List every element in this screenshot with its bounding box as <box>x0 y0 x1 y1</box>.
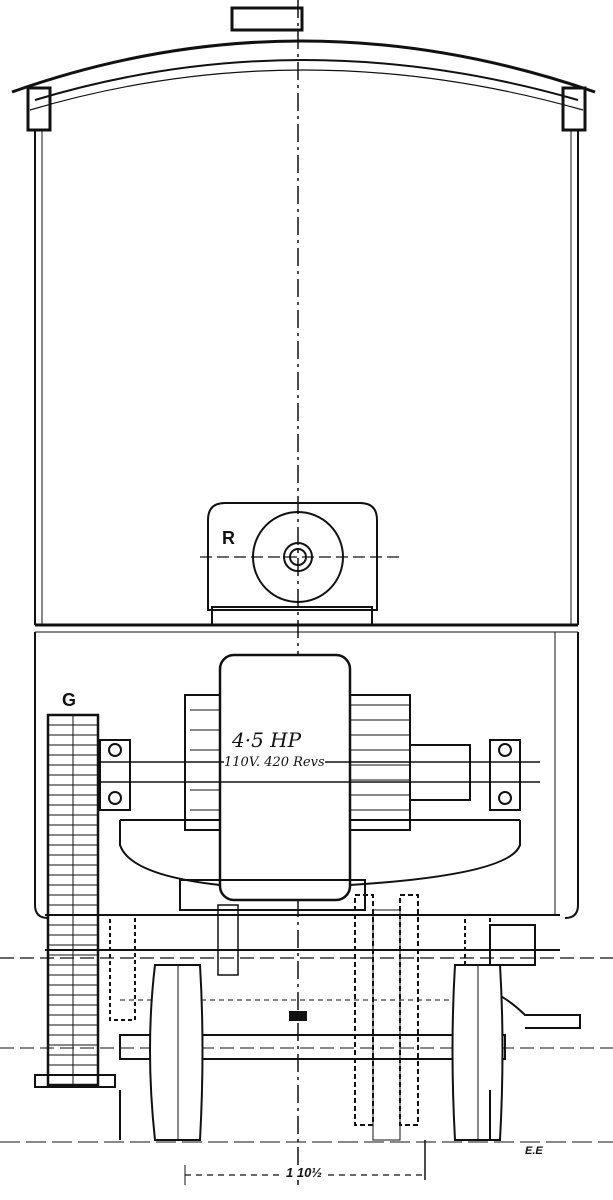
roof <box>11 6 596 132</box>
label-g: G <box>62 690 77 710</box>
dimension-label: 1 10½ <box>283 1165 326 1180</box>
motor <box>99 653 540 902</box>
label-r: R <box>222 528 235 548</box>
resistance-box <box>207 502 378 626</box>
motor-power-label: 4·5 HP <box>232 728 302 752</box>
motor-spec-label: 110V. 420 Revs <box>224 755 325 770</box>
wheelset <box>119 964 506 1141</box>
gear-wheel <box>34 713 116 1088</box>
signature: E.E <box>525 1145 543 1157</box>
